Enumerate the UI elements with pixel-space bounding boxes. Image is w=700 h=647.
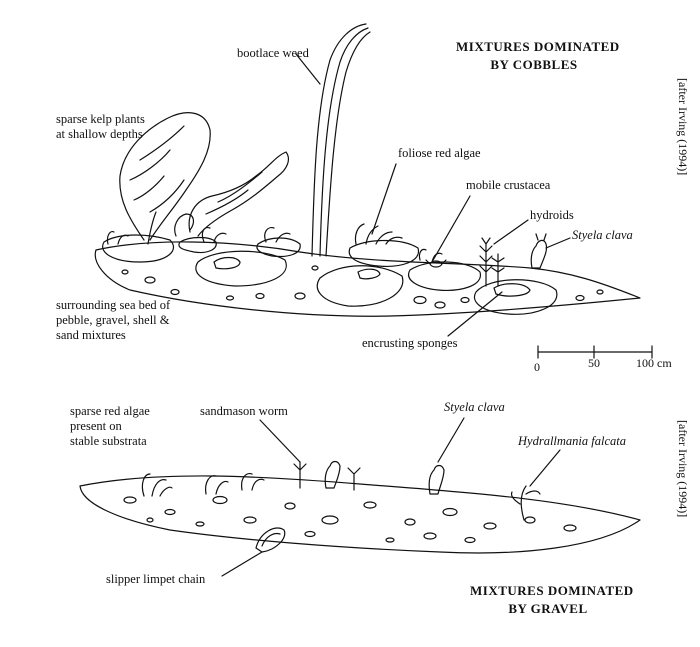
- label-seabed-line1: surrounding sea bed of: [56, 298, 171, 312]
- label-sandmason-worm: sandmason worm: [200, 404, 288, 418]
- red-algae-tuft: [205, 475, 229, 495]
- slipper-limpet: [255, 527, 286, 553]
- cobble: [316, 265, 404, 307]
- sponge-patch: [357, 268, 381, 280]
- scale-tick-50: 50: [588, 356, 600, 370]
- leader-limpet: [221, 551, 263, 577]
- top-title-line1: MIXTURES DOMINATED: [456, 39, 620, 54]
- label-bootlace-weed: bootlace weed: [237, 46, 309, 60]
- label-kelp-line1: sparse kelp plants: [56, 112, 145, 126]
- cobble: [102, 234, 175, 263]
- cobble: [178, 236, 217, 254]
- label-mobile-crustacea: mobile crustacea: [466, 178, 551, 192]
- leader-bootlace: [295, 53, 321, 85]
- bootlace-weed: [311, 23, 371, 257]
- leader-hydroids: [493, 219, 529, 245]
- red-algae-tuft: [241, 473, 265, 491]
- sandmason-worm: [347, 467, 361, 491]
- kelp-frond-texture: [205, 171, 263, 215]
- foliose-algae: [354, 223, 403, 245]
- label-encrusting-sponges: encrusting sponges: [362, 336, 458, 350]
- scale-bar: [537, 345, 653, 359]
- gravel-seabed-outline: [79, 475, 641, 554]
- sandmason-worm: [293, 461, 307, 489]
- styela-clava: [530, 233, 548, 269]
- kelp-frond: [119, 112, 211, 241]
- label-styela-clava-top: Styela clava: [572, 228, 633, 242]
- label-kelp: sparse kelp plants at shallow depths: [56, 112, 145, 142]
- leader-sponges: [447, 291, 503, 337]
- label-seabed-line3: sand mixtures: [56, 328, 126, 342]
- leader-styela: [545, 237, 571, 249]
- leader-hydrallmania: [529, 449, 561, 487]
- label-foliose-red-algae: foliose red algae: [398, 146, 481, 160]
- label-hydrallmania-falcata: Hydrallmania falcata: [518, 434, 626, 448]
- label-red-algae-line3: stable substrata: [70, 434, 147, 448]
- leader-foliose: [371, 163, 397, 235]
- leader-styela-bottom: [437, 417, 465, 463]
- cobble: [408, 261, 481, 291]
- bottom-title: MIXTURES DOMINATED BY GRAVEL: [470, 582, 634, 618]
- kelp-stipe: [147, 211, 157, 245]
- top-title-line2: BY COBBLES: [490, 57, 578, 72]
- hydroid: [479, 237, 493, 287]
- top-credit: [after Irving (1994)]: [676, 78, 690, 176]
- label-red-algae-line2: present on: [70, 419, 122, 433]
- bottom-title-line1: MIXTURES DOMINATED: [470, 583, 634, 598]
- label-slipper-limpet-chain: slipper limpet chain: [106, 572, 206, 586]
- foliose-algae: [264, 227, 291, 243]
- crustacean: [425, 259, 447, 268]
- algae-tuft: [201, 227, 227, 243]
- label-red-algae: sparse red algae present on stable subst…: [70, 404, 150, 449]
- pebble-scatter: [121, 265, 604, 309]
- cobble: [256, 237, 301, 258]
- gravel-scatter: [123, 495, 577, 544]
- label-styela-clava-bottom: Styela clava: [444, 400, 505, 414]
- cobble: [195, 250, 287, 287]
- hydroid: [491, 253, 505, 287]
- label-red-algae-line1: sparse red algae: [70, 404, 150, 418]
- styela-clava: [324, 460, 341, 489]
- styela-clava: [428, 464, 445, 495]
- scale-tick-0: 0: [534, 360, 540, 374]
- hydrallmania: [510, 485, 541, 521]
- leader-crustacea: [431, 195, 471, 263]
- scale-tick-100: 100 cm: [636, 356, 672, 370]
- red-algae-tuft: [141, 473, 173, 497]
- label-hydroids: hydroids: [530, 208, 574, 222]
- top-title: MIXTURES DOMINATED BY COBBLES: [456, 38, 620, 74]
- kelp-frond: [188, 151, 290, 237]
- label-seabed-line2: pebble, gravel, shell &: [56, 313, 170, 327]
- leader-sandmason: [259, 419, 301, 463]
- algae-tuft: [106, 231, 129, 245]
- kelp-frond-texture: [129, 125, 185, 213]
- sponge-patch: [493, 283, 531, 297]
- sponge-patch: [213, 256, 241, 270]
- label-kelp-line2: at shallow depths: [56, 127, 143, 141]
- bottom-title-line2: BY GRAVEL: [508, 601, 588, 616]
- bottom-credit: [after Irving (1994)]: [676, 420, 690, 518]
- cobble: [348, 239, 419, 267]
- label-seabed: surrounding sea bed of pebble, gravel, s…: [56, 298, 170, 343]
- kelp-small: [174, 213, 195, 237]
